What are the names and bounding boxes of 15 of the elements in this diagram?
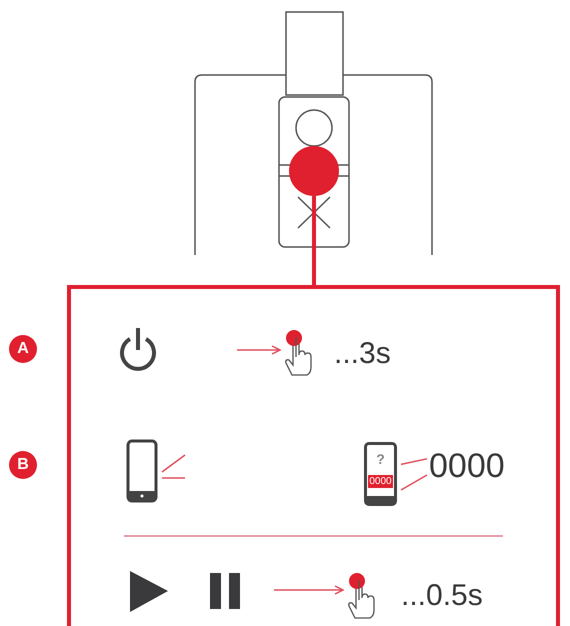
arrow <box>237 345 281 355</box>
panel-box <box>67 285 560 626</box>
connector-line <box>312 196 316 285</box>
pin-code: 0000 <box>429 448 509 484</box>
button-dot <box>289 146 339 196</box>
step-badge: B <box>9 451 37 479</box>
duration-text: ...0.5s <box>401 581 483 611</box>
question-mark: ? <box>375 451 386 467</box>
connector-line <box>400 458 428 466</box>
connector-line <box>400 474 428 491</box>
phone-icon <box>364 442 397 506</box>
step-badge: A <box>9 335 37 363</box>
arrow <box>274 585 344 595</box>
duration-text: ...3s <box>334 339 391 369</box>
pin-code: 0000 <box>368 475 393 488</box>
